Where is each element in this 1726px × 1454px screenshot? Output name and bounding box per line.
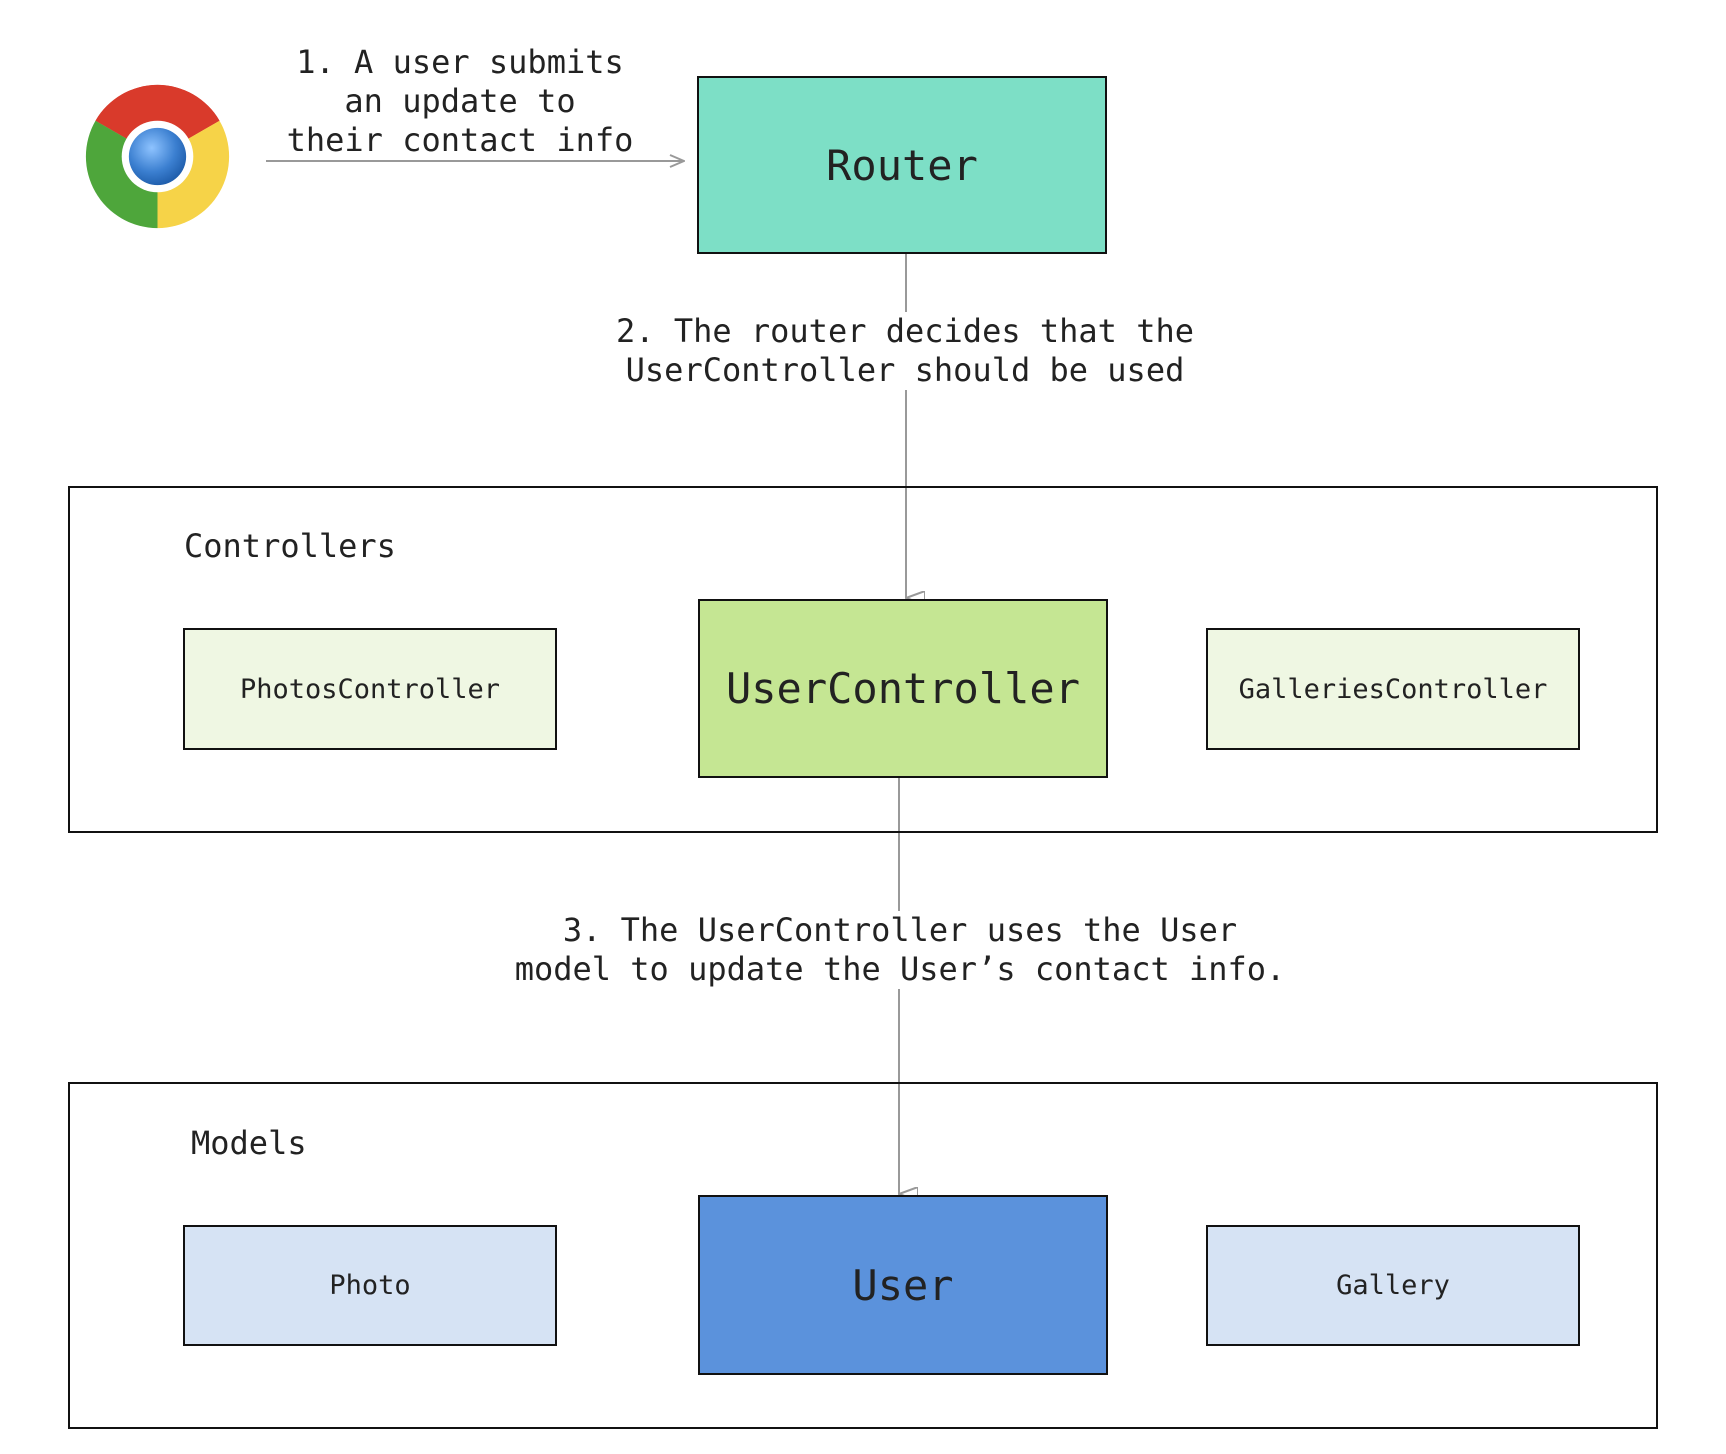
user-controller-label: UserController (725, 664, 1080, 713)
photos-controller-label: PhotosController (239, 673, 501, 705)
step-2-label: 2. The router decides that the UserContr… (605, 312, 1205, 390)
controllers-group-label: Controllers (184, 527, 396, 565)
gallery-model-label: Gallery (1336, 1270, 1450, 1301)
chrome-browser-icon (85, 84, 230, 229)
galleries-controller-box: GalleriesController (1206, 628, 1580, 750)
photos-controller-box: PhotosController (183, 628, 557, 750)
galleries-controller-label: GalleriesController (1238, 673, 1548, 705)
user-controller-box: UserController (698, 599, 1108, 778)
gallery-model-box: Gallery (1206, 1225, 1580, 1346)
router-label: Router (826, 140, 978, 190)
user-model-box: User (698, 1195, 1108, 1375)
step-1-label: 1. A user submits an update to their con… (285, 43, 635, 160)
controllers-group (68, 486, 1658, 833)
router-box: Router (697, 76, 1107, 254)
chrome-center-dot (128, 127, 187, 186)
user-model-label: User (852, 1260, 954, 1310)
models-group-label: Models (191, 1124, 307, 1162)
models-group (68, 1082, 1658, 1429)
step-3-label: 3. The UserController uses the User mode… (500, 911, 1300, 989)
photo-model-box: Photo (183, 1225, 557, 1346)
photo-model-label: Photo (329, 1270, 411, 1301)
